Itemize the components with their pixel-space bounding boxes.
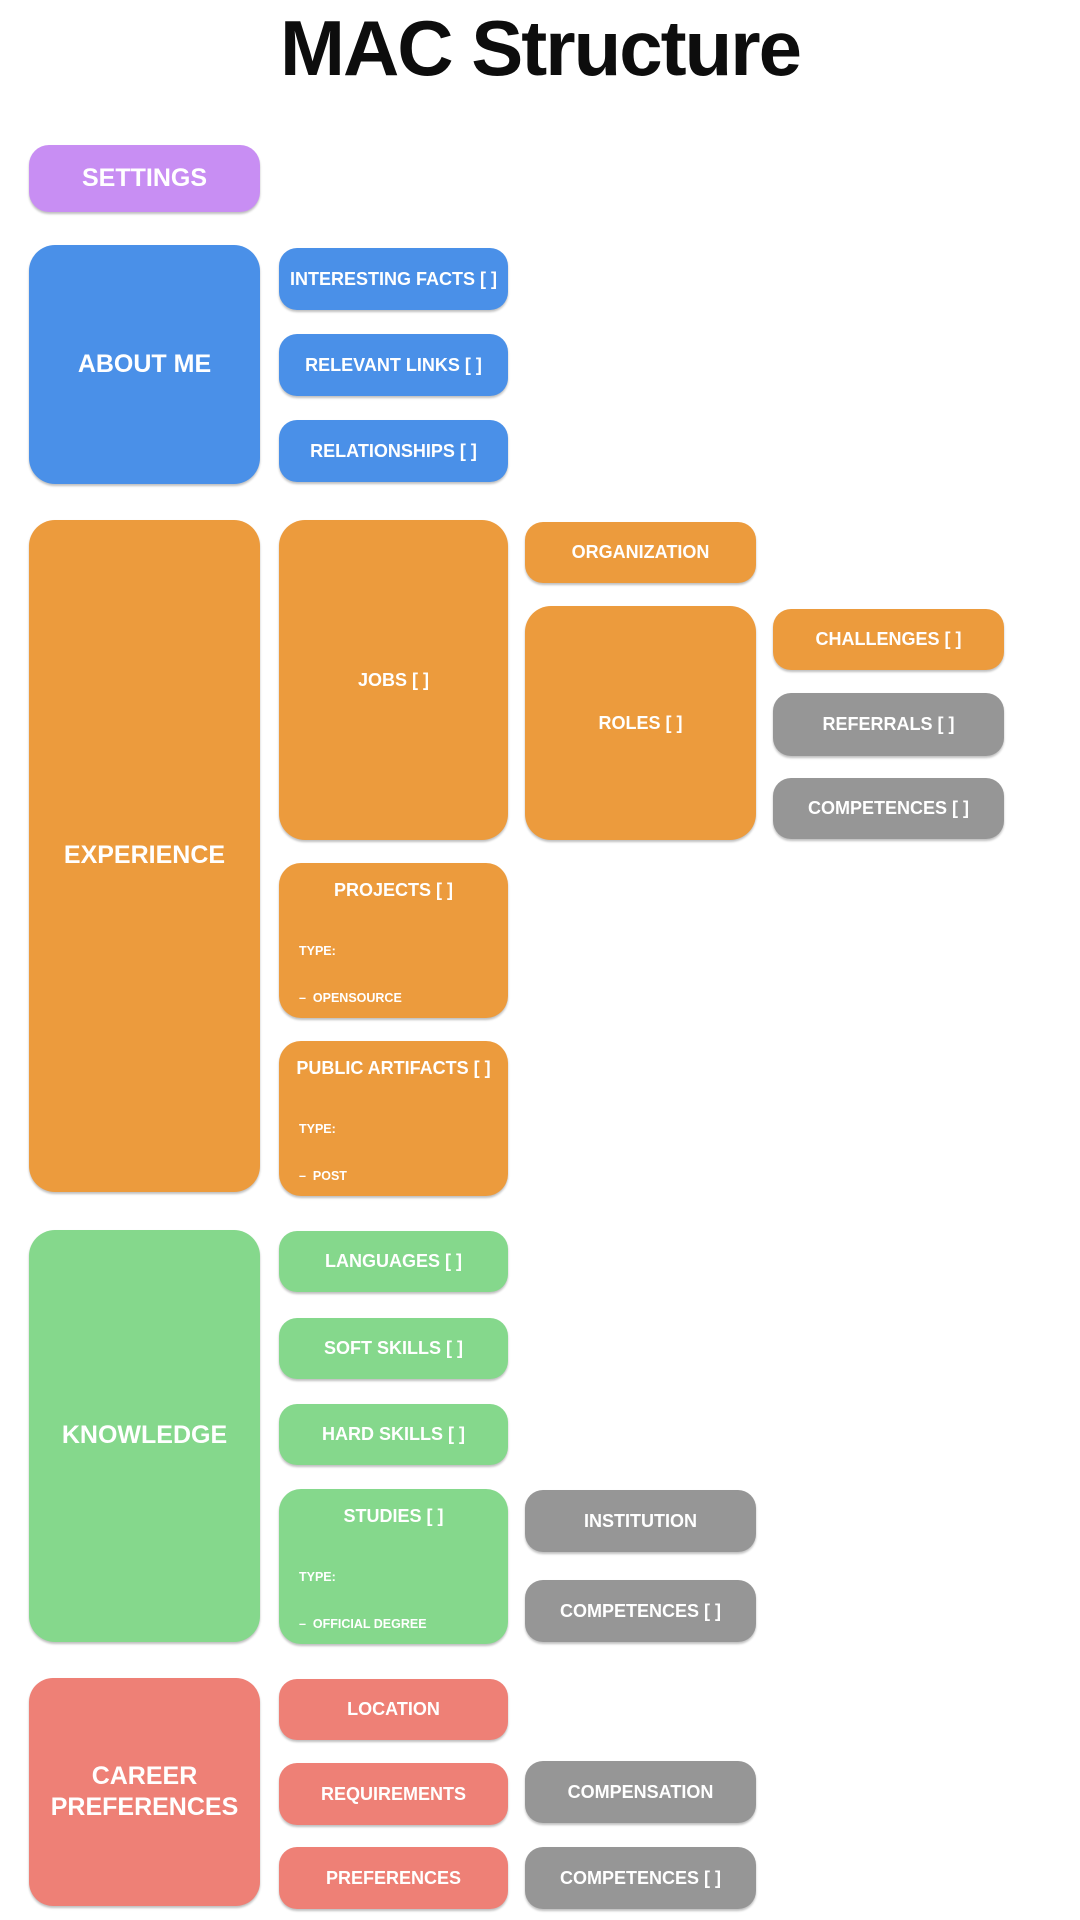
public-artifacts-block: PUBLIC ARTIFACTS [ ] TYPE: – POST – ACHI… bbox=[279, 1041, 508, 1322]
jobs-block: JOBS [ ] bbox=[279, 520, 508, 840]
projects-block: PROJECTS [ ] TYPE: – OPENSOURCE – SIDEPR… bbox=[279, 863, 508, 1144]
challenges-label: CHALLENGES [ ] bbox=[815, 629, 962, 649]
soft-skills-block: SOFT SKILLS [ ] bbox=[279, 1318, 508, 1379]
experience-block: EXPERIENCE bbox=[29, 520, 260, 1192]
languages-block: LANGUAGES [ ] bbox=[279, 1231, 508, 1292]
experience-competences-block: COMPETENCES [ ] bbox=[773, 778, 1004, 839]
roles-block: ROLES [ ] bbox=[525, 606, 756, 840]
studies-title: STUDIES [ ] bbox=[343, 1506, 444, 1526]
compensation-label: COMPENSATION bbox=[567, 1781, 714, 1802]
public-artifacts-type-line: – POST bbox=[299, 1168, 347, 1183]
organization-label: ORGANIZATION bbox=[571, 542, 710, 562]
referrals-label: REFERRALS [ ] bbox=[822, 714, 955, 734]
relationships-block: RELATIONSHIPS [ ] bbox=[279, 420, 508, 482]
public-artifacts-type-line: – ACHIEVEMENT bbox=[299, 1215, 404, 1229]
referrals-block: REFERRALS [ ] bbox=[773, 693, 1004, 756]
career-preferences-label: CAREER PREFERENCES bbox=[50, 1761, 239, 1821]
preferences-block: PREFERENCES bbox=[279, 1847, 508, 1909]
institution-block: INSTITUTION bbox=[525, 1490, 756, 1552]
interesting-facts-block: INTERESTING FACTS [ ] bbox=[279, 248, 508, 310]
projects-type-line: – OPENSOURCE bbox=[299, 990, 402, 1005]
requirements-label: REQUIREMENTS bbox=[320, 1783, 466, 1804]
studies-type-line: TYPE: bbox=[299, 1570, 336, 1584]
projects-type-line: TYPE: bbox=[299, 944, 336, 958]
relevant-links-label: RELEVANT LINKS [ ] bbox=[305, 354, 482, 375]
compensation-block: COMPENSATION bbox=[525, 1761, 756, 1823]
hard-skills-block: HARD SKILLS [ ] bbox=[279, 1404, 508, 1465]
knowledge-competences-label: COMPETENCES [ ] bbox=[559, 1600, 721, 1621]
experience-label: EXPERIENCE bbox=[63, 841, 226, 870]
studies-type-line: – OFFICIAL DEGREE bbox=[299, 1616, 427, 1631]
about-me-label: ABOUT ME bbox=[77, 349, 212, 378]
roles-label: ROLES [ ] bbox=[598, 712, 683, 733]
preferences-label: PREFERENCES bbox=[325, 1867, 462, 1888]
hard-skills-label: HARD SKILLS [ ] bbox=[322, 1424, 465, 1444]
career-competences-label: COMPETENCES [ ] bbox=[559, 1867, 721, 1888]
projects-title: PROJECTS [ ] bbox=[333, 880, 453, 900]
languages-label: LANGUAGES [ ] bbox=[325, 1251, 462, 1271]
challenges-block: CHALLENGES [ ] bbox=[773, 609, 1004, 670]
experience-competences-label: COMPETENCES [ ] bbox=[807, 798, 969, 818]
public-artifacts-type-list: TYPE: – POST – ACHIEVEMENT – LAUNCH – ..… bbox=[299, 1091, 508, 1355]
requirements-block: REQUIREMENTS bbox=[279, 1763, 508, 1825]
knowledge-competences-block: COMPETENCES [ ] bbox=[525, 1580, 756, 1642]
relevant-links-block: RELEVANT LINKS [ ] bbox=[279, 334, 508, 396]
interesting-facts-label: INTERESTING FACTS [ ] bbox=[290, 268, 497, 289]
knowledge-block: KNOWLEDGE bbox=[29, 1230, 260, 1642]
public-artifacts-title: PUBLIC ARTIFACTS [ ] bbox=[296, 1058, 491, 1078]
settings-block: SETTINGS bbox=[29, 145, 260, 212]
relationships-label: RELATIONSHIPS [ ] bbox=[310, 440, 477, 461]
jobs-label: JOBS [ ] bbox=[357, 669, 429, 690]
career-preferences-block: CAREER PREFERENCES bbox=[29, 1678, 260, 1906]
soft-skills-label: SOFT SKILLS [ ] bbox=[324, 1338, 463, 1358]
institution-label: INSTITUTION bbox=[584, 1510, 697, 1531]
about-me-block: ABOUT ME bbox=[29, 245, 260, 484]
page-title: MAC Structure bbox=[279, 4, 802, 92]
studies-type-line: – CERTIFICATION bbox=[299, 1663, 409, 1677]
knowledge-label: KNOWLEDGE bbox=[61, 1421, 228, 1450]
public-artifacts-type-line: TYPE: bbox=[299, 1122, 336, 1136]
location-label: LOCATION bbox=[347, 1699, 440, 1719]
organization-block: ORGANIZATION bbox=[525, 522, 756, 583]
location-block: LOCATION bbox=[279, 1679, 508, 1740]
studies-block: STUDIES [ ] TYPE: – OFFICIAL DEGREE – CE… bbox=[279, 1489, 508, 1770]
settings-label: SETTINGS bbox=[81, 163, 207, 192]
career-competences-block: COMPETENCES [ ] bbox=[525, 1847, 756, 1909]
public-artifacts-type-line: – ... bbox=[299, 1308, 324, 1322]
